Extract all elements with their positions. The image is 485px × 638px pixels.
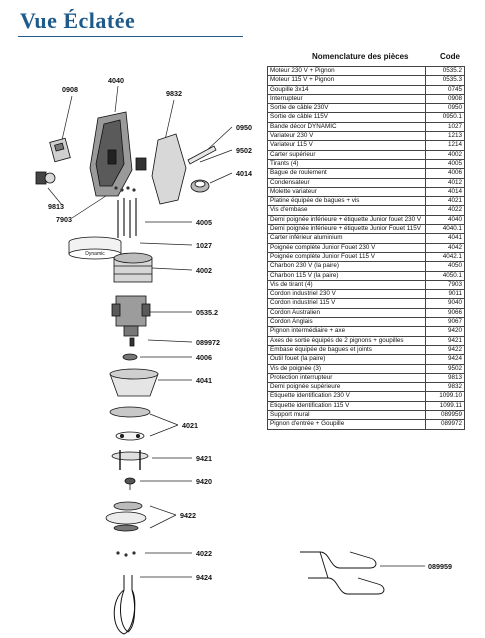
- part-code-cell: 089959: [425, 409, 465, 421]
- leader-4002: [151, 267, 193, 271]
- motor-part: [111, 295, 151, 337]
- label-089972: 089972: [196, 338, 220, 347]
- leader-089972: [147, 339, 193, 343]
- label-05352: 0535.2: [196, 308, 218, 317]
- label-7903: 7903: [56, 215, 72, 224]
- output-shafts-part: [111, 450, 149, 470]
- upper-housing-part: [113, 252, 153, 283]
- label-4041: 4041: [196, 376, 212, 385]
- label-4040: 4040: [108, 76, 124, 85]
- plate-part: [109, 406, 151, 441]
- part-code-cell: 0535.2: [425, 65, 465, 77]
- label-089959: 089959: [428, 562, 452, 571]
- part-code-cell: 4042.1: [425, 251, 465, 263]
- part-code-cell: 0535.3: [425, 75, 465, 86]
- title-underline: [18, 36, 243, 37]
- leader-4040: [114, 85, 119, 113]
- input-pinion-part: [129, 337, 135, 347]
- label-9424: 9424: [196, 573, 212, 582]
- label-9832: 9832: [166, 89, 182, 98]
- decor-band-text: Dynamic: [85, 251, 105, 257]
- page-title: Vue Éclatée: [20, 8, 136, 33]
- part-code-cell: 4040.1: [425, 224, 465, 235]
- switch-protection-part: [35, 171, 56, 185]
- part-code-cell: 089972: [425, 419, 465, 430]
- label-1027: 1027: [196, 241, 212, 250]
- upper-handle-part: [135, 133, 187, 205]
- whisk-tool-part: [113, 575, 136, 635]
- table-header-code: Code: [440, 52, 460, 61]
- label-0908: 0908: [62, 85, 78, 94]
- leader-4014: [209, 172, 233, 184]
- label-4002: 4002: [196, 266, 212, 275]
- part-code-cell: 1099.11: [425, 400, 465, 412]
- label-9420: 9420: [196, 477, 212, 486]
- label-4014: 4014: [236, 169, 252, 178]
- leader-9832: [164, 99, 175, 141]
- leader-1027: [139, 242, 193, 246]
- label-0950: 0950: [236, 123, 252, 132]
- tie-rods-part: [117, 198, 137, 238]
- lower-housing-part: [109, 368, 159, 397]
- label-4021: 4021: [182, 421, 198, 430]
- table-header-name: Nomenclature des pièces: [312, 52, 409, 61]
- part-code-cell: 0950.1: [425, 112, 465, 123]
- label-4005: 4005: [196, 218, 212, 227]
- switch-part: [49, 137, 71, 163]
- tie-rod-screws: [114, 186, 136, 192]
- leader-9502: [199, 149, 233, 163]
- leader-0908: [61, 95, 73, 141]
- base-screws-part: [116, 551, 136, 557]
- label-4006: 4006: [196, 353, 212, 362]
- label-9421: 9421: [196, 454, 212, 463]
- leader-4021a: [149, 413, 179, 426]
- label-9422: 9422: [180, 511, 196, 520]
- leader-4021b: [149, 424, 179, 437]
- lower-handle-part: [89, 111, 133, 197]
- label-4022: 4022: [196, 549, 212, 558]
- leader-9422b: [149, 514, 177, 529]
- decor-band-part: Dynamic: [68, 236, 122, 260]
- part-code-cell: 4050.1: [425, 270, 465, 281]
- intermediate-pinion-part: [124, 477, 136, 490]
- table-row: Demi poignée inférieure + étiquette Juni…: [267, 224, 465, 235]
- bearing-ring-part: [122, 353, 138, 361]
- part-code-cell: 1099.10: [425, 391, 465, 402]
- wall-support-part: [300, 551, 385, 595]
- leader-9813: [47, 187, 63, 206]
- cable-outlet-part: [187, 145, 217, 165]
- base-part: [105, 501, 147, 532]
- leader-9422a: [149, 505, 177, 516]
- label-9502: 9502: [236, 146, 252, 155]
- label-9813: 9813: [48, 202, 64, 211]
- leader-0950: [204, 126, 233, 153]
- variator-knob-part: [190, 179, 210, 193]
